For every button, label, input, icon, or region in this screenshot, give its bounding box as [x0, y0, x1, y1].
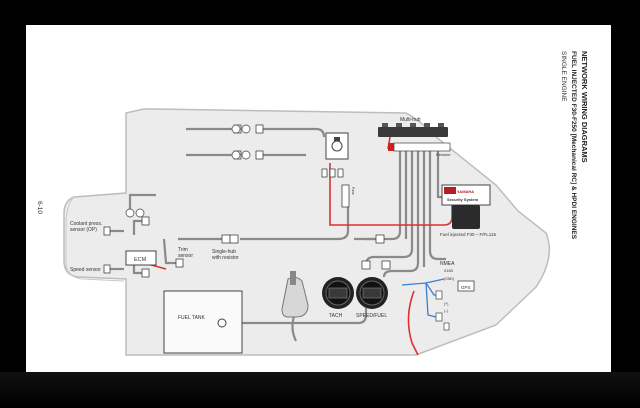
single-hub-label-2: with resistor: [212, 255, 239, 261]
fuse-minus-label: (–): [444, 309, 448, 313]
fuse-plus-label: (+): [444, 302, 448, 306]
round-plugs: [125, 124, 251, 218]
trim-sensor-label-2: sensor: [178, 253, 193, 259]
speed-fuel-gauge: [356, 277, 388, 309]
fuel-injected-label: Fuel injected F30 – F/FL115: [440, 232, 496, 237]
gps-label: GPS: [461, 285, 471, 290]
speed-fuel-label: SPEED/FUEL: [356, 313, 387, 319]
coolant-label-2: sensor (OP): [70, 227, 97, 233]
page-number: 6-10: [36, 201, 43, 214]
fuse-holder: [341, 184, 350, 208]
speed-sensor-label: Speed sensor: [70, 267, 101, 273]
tach-gauge: [322, 277, 354, 309]
multi-hub-label: Multi-hub: [400, 117, 421, 123]
multi-hub: [378, 123, 451, 152]
fuel-tank: [163, 290, 243, 354]
single-hub-label-1: Single-hub: [212, 249, 236, 255]
page-shadow: [0, 372, 640, 408]
key-switch: [325, 132, 349, 160]
title-sub: FUEL INJECTED F30-F250 [Mechanical RC] &…: [570, 51, 577, 240]
coolant-label-1: Coolant press.: [70, 221, 102, 227]
trim-sensor-label-1: Trim: [178, 247, 188, 253]
remote-control-lever: [281, 271, 309, 318]
ecm-unit: [125, 250, 157, 266]
security-system-unit: [441, 184, 491, 206]
diagram-page: NETWORK WIRING DIAGRAMS FUEL INJECTED F3…: [26, 25, 611, 372]
tach-label: TACH: [329, 313, 343, 319]
resistor-label: Resistor: [436, 152, 451, 157]
nmea-label: NMEA: [440, 261, 455, 267]
wiring-diagram: NETWORK WIRING DIAGRAMS FUEL INJECTED F3…: [36, 51, 589, 356]
fuse-label: Fuse: [351, 187, 355, 195]
title-main: NETWORK WIRING DIAGRAMS: [580, 51, 589, 163]
nmea-code-label: 0183: [444, 268, 454, 273]
fuel-injected-engine-box: [452, 205, 480, 229]
ecm-label: ECM: [134, 257, 147, 263]
gnd-label: (GND): [444, 277, 454, 281]
gps-unit: [457, 280, 475, 292]
nmea-fuse-connectors: [435, 290, 450, 331]
yamaha-logo: YAMAHA: [457, 189, 474, 194]
security-system-label: Security System: [447, 197, 479, 202]
title-sub2: SINGLE ENGINE: [560, 51, 567, 102]
transom-lobe: [65, 196, 125, 282]
fuel-tank-label: FUEL TANK: [178, 315, 206, 321]
